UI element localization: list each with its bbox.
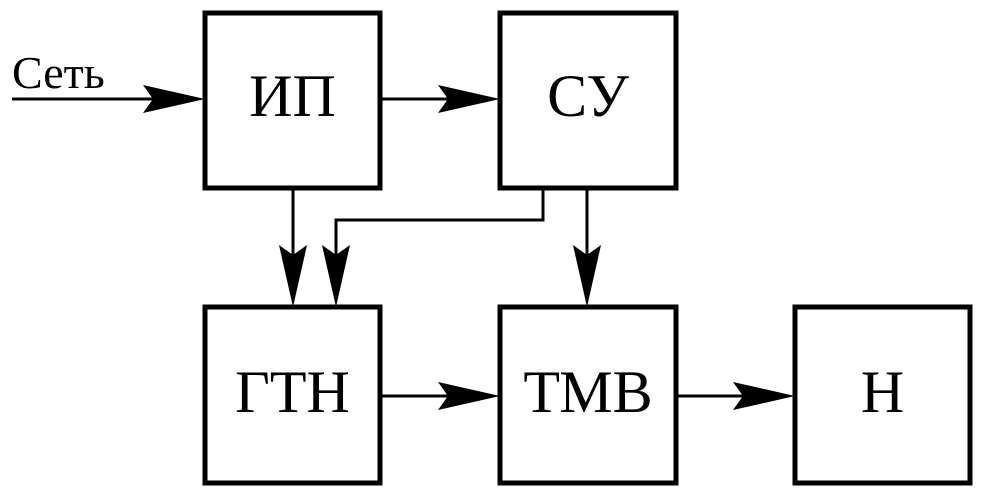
arrow-su-tmv-head (573, 245, 601, 307)
arrow-ip-gtn-head (279, 245, 307, 307)
block-su: СУ (497, 10, 679, 191)
block-tmv-label: ТМВ (523, 359, 652, 425)
block-tmv-frame (497, 304, 679, 486)
arrow-su-gtn-line (334, 188, 545, 260)
arrow-gtn-tmv-head (438, 382, 500, 410)
arrow-ip-su-head (438, 85, 500, 113)
block-gtn: ГТН (202, 304, 383, 486)
block-ip-frame (202, 10, 383, 191)
input-arrowhead (143, 85, 205, 113)
block-tmv: ТМВ (497, 304, 679, 486)
block-n: Н (792, 304, 973, 486)
block-su-label: СУ (547, 63, 629, 129)
arrow-su-gtn-head (322, 245, 350, 307)
block-gtn-label: ГТН (235, 359, 350, 425)
block-n-label: Н (861, 359, 904, 425)
arrow-tmv-n-head (733, 382, 795, 410)
block-gtn-frame (202, 304, 383, 486)
block-ip-label: ИП (249, 63, 336, 129)
block-su-frame (497, 10, 679, 191)
input-label-set: Сеть (12, 47, 105, 98)
block-ip: ИП (202, 10, 383, 191)
block-n-frame (792, 304, 973, 486)
